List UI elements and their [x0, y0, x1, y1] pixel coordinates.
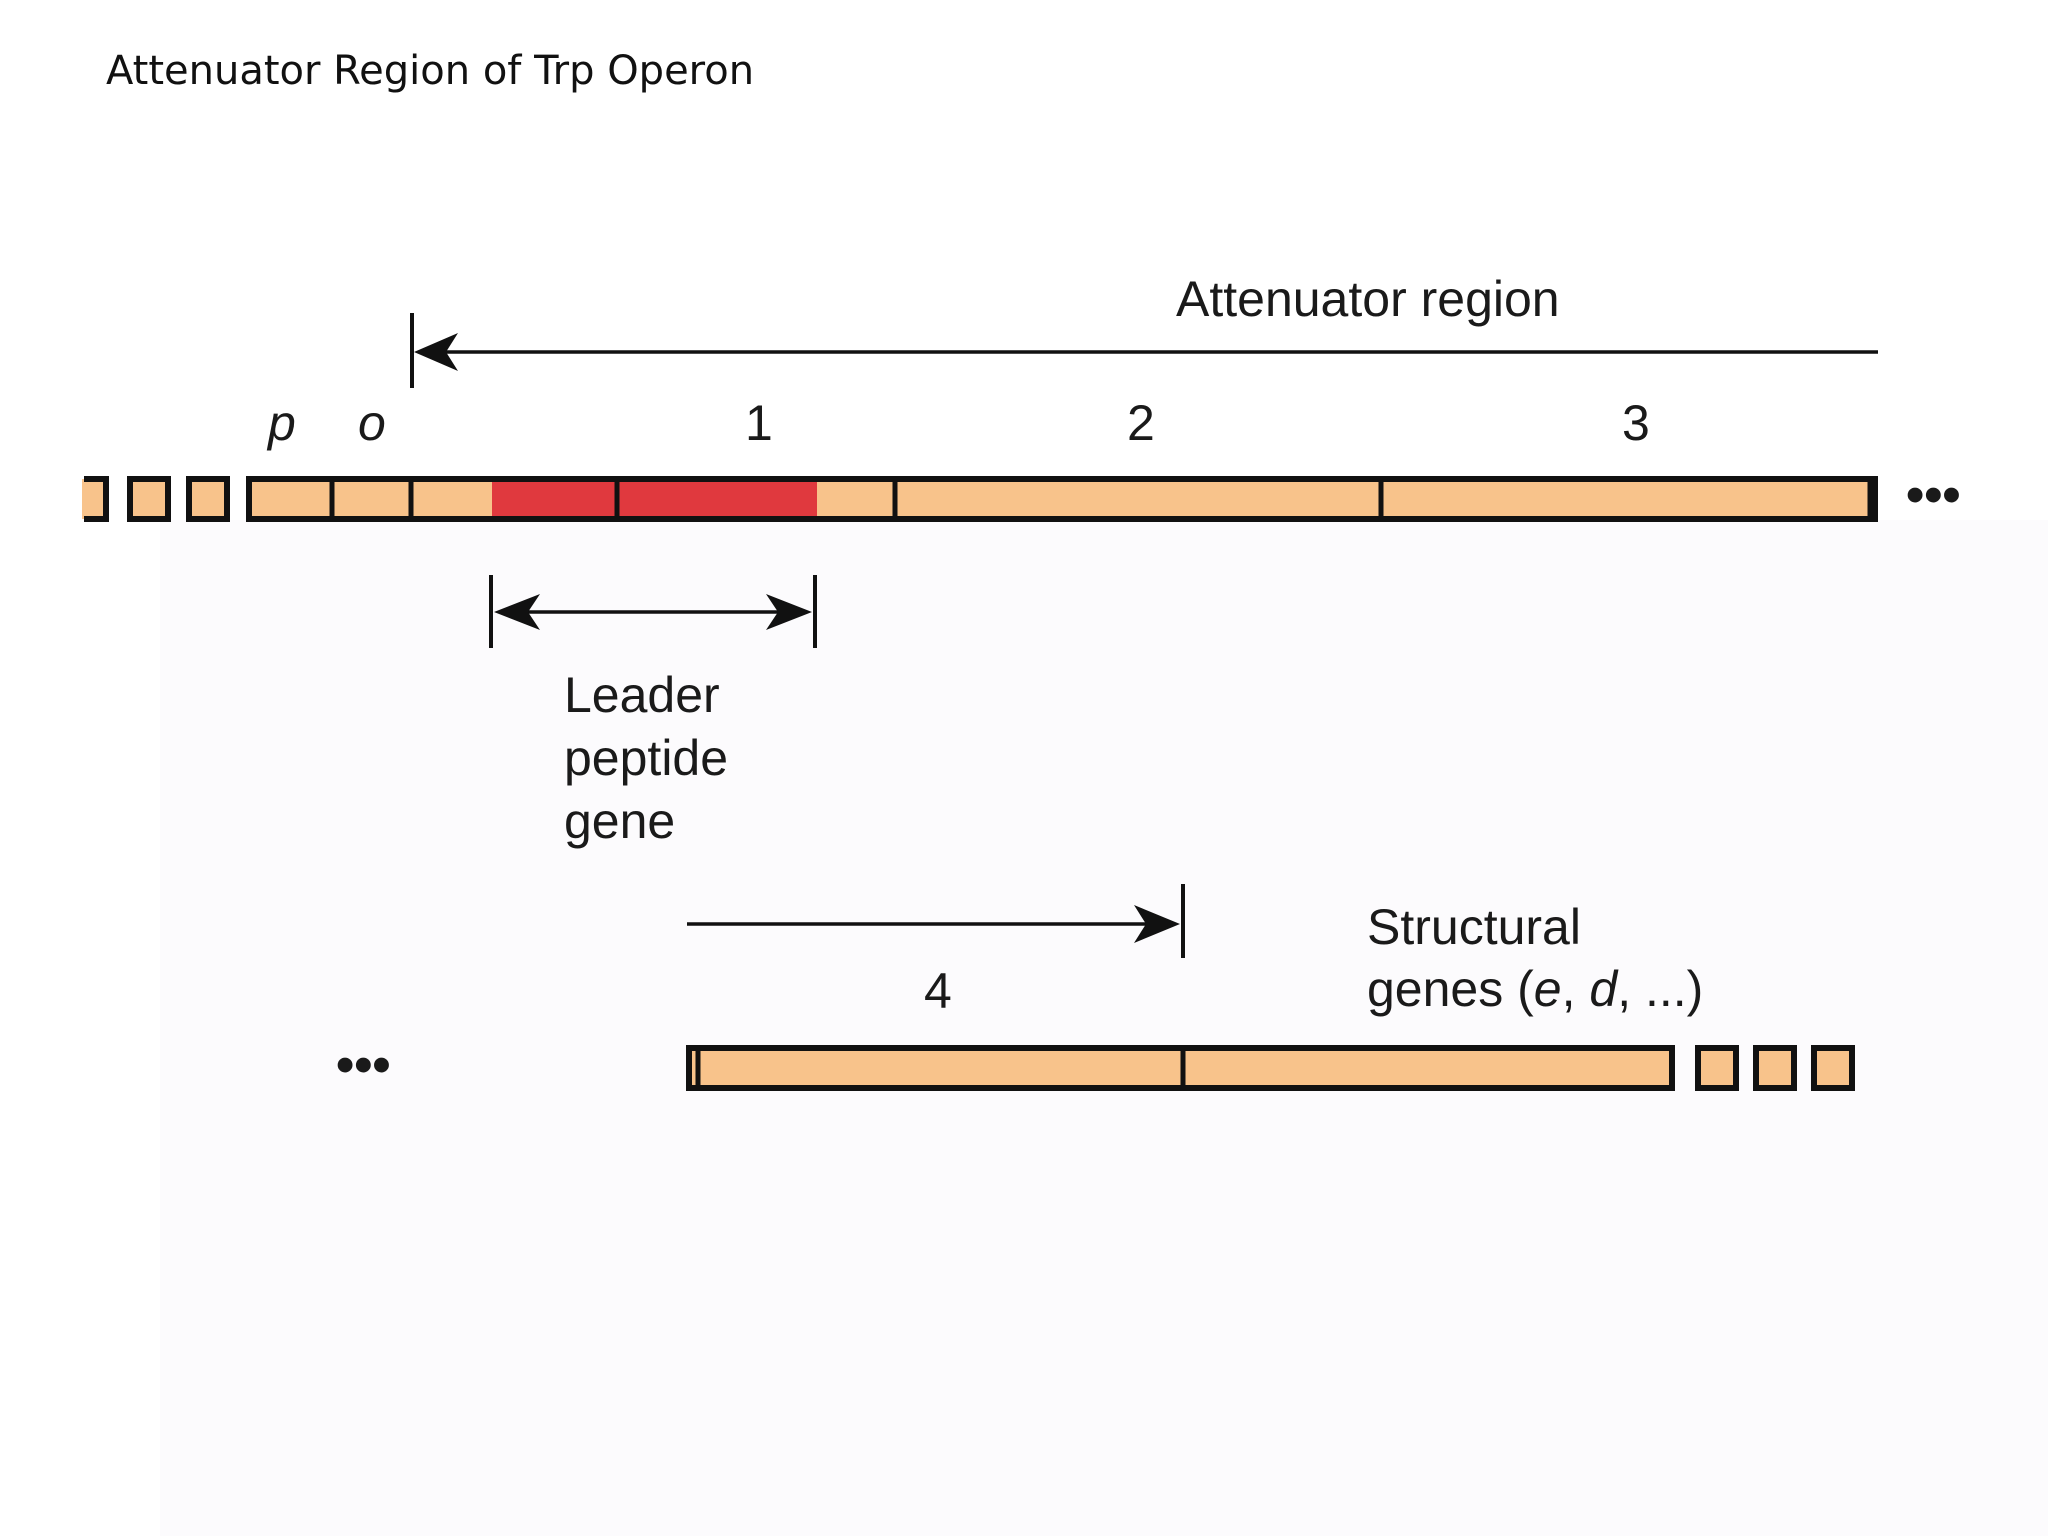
operator-label: o — [358, 395, 386, 451]
leader-peptide-gene-label: Leader peptide gene — [564, 667, 728, 849]
region-1-label: 1 — [745, 395, 773, 451]
leader-peptide-segment — [492, 482, 817, 516]
attenuator-region-label: Attenuator region — [1176, 271, 1560, 327]
region-4-label: 4 — [924, 963, 952, 1019]
continuation-dots-right: ••• — [1906, 466, 1961, 524]
leader-label-line-3: gene — [564, 793, 675, 849]
dna-strand-bottom — [686, 1045, 1855, 1091]
dna-strand-top — [82, 476, 1878, 522]
region-4-arrow — [687, 884, 1185, 958]
dna-segment-box — [1811, 1045, 1855, 1091]
dna-segment-box — [1695, 1045, 1739, 1091]
continuation-dots-left: ••• — [336, 1036, 391, 1094]
structural-genes-label: Structural genes (e, d, ...) — [1367, 899, 1703, 1017]
dna-segment-box — [1753, 1045, 1797, 1091]
attenuator-arrow — [410, 313, 1878, 388]
figure-panel — [160, 520, 2048, 1536]
dna-segment-box — [127, 476, 171, 522]
region-3-label: 3 — [1622, 395, 1650, 451]
promoter-label: p — [266, 395, 296, 451]
slide-title: Attenuator Region of Trp Operon — [106, 48, 755, 94]
structural-label-line-1: Structural — [1367, 899, 1581, 955]
leader-label-line-1: Leader — [564, 667, 720, 723]
leader-span-arrow — [489, 575, 817, 648]
region-2-label: 2 — [1127, 395, 1155, 451]
dna-segment-box — [186, 476, 230, 522]
structural-label-line-2: genes (e, d, ...) — [1367, 961, 1703, 1017]
leader-label-line-2: peptide — [564, 730, 728, 786]
